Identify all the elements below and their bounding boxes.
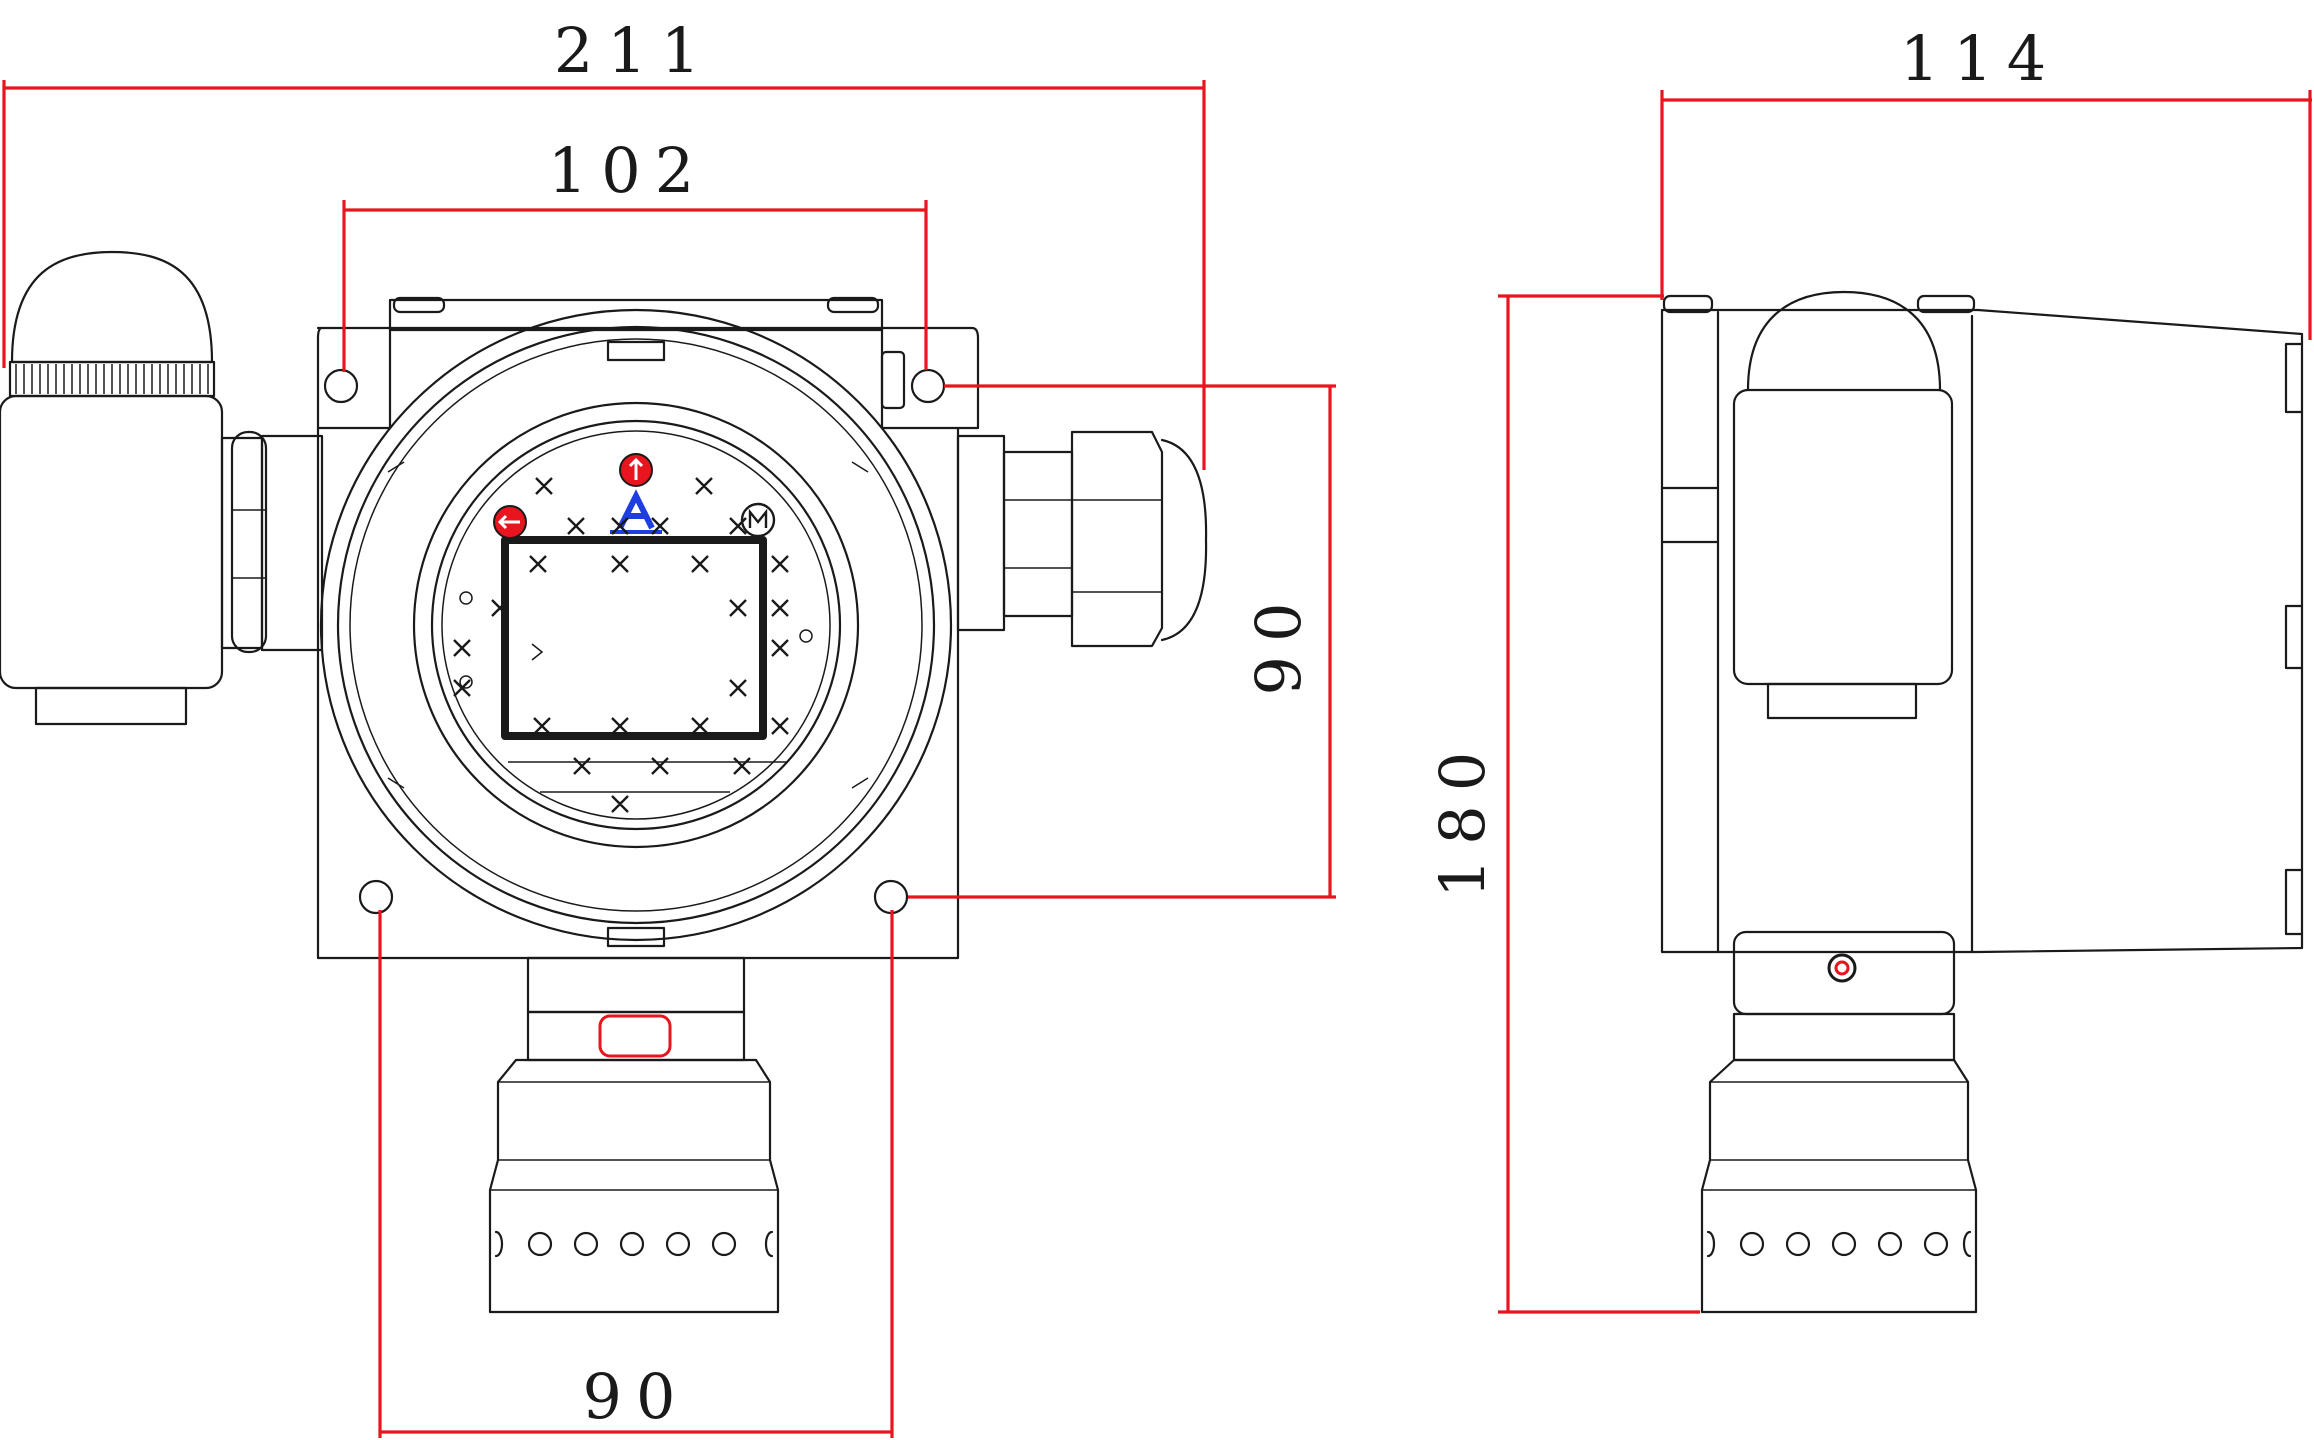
- left-hex-connector: [220, 430, 324, 654]
- side-sensor-vent-holes: [1706, 1230, 1972, 1258]
- dim-label-side-depth: 114: [1900, 22, 2060, 95]
- dim-label-bottom-hole-spacing: 90: [583, 1360, 690, 1433]
- round-cover: [319, 308, 953, 948]
- back-key-icon: [493, 505, 527, 539]
- dim-label-overall-height: 180: [1426, 738, 1499, 898]
- side-view: [1660, 290, 2304, 1314]
- logo-icon: [610, 489, 662, 534]
- mounting-hole: [910, 368, 946, 404]
- sensor-vent-holes: [494, 1230, 774, 1258]
- dim-label-hole-spacing-horizontal: 102: [548, 134, 708, 207]
- dim-label-overall-width: 211: [554, 14, 714, 87]
- lamp-knurling: [15, 364, 209, 394]
- main-housing: [316, 296, 980, 960]
- mounting-hole: [873, 879, 909, 915]
- cross-marks: [453, 477, 813, 813]
- mounting-hole: [358, 879, 394, 915]
- alarm-lamp: [0, 250, 224, 726]
- sensor-assembly: [488, 956, 780, 1314]
- dim-label-hole-spacing-vertical: 90: [1242, 589, 1315, 696]
- cable-gland: [956, 430, 1208, 648]
- up-key-icon: [619, 453, 653, 487]
- front-view: [0, 250, 1208, 1314]
- menu-key-icon: [740, 502, 776, 538]
- dimension-lines: [2, 80, 2312, 1438]
- display-window: [501, 536, 767, 740]
- mounting-hole: [323, 368, 359, 404]
